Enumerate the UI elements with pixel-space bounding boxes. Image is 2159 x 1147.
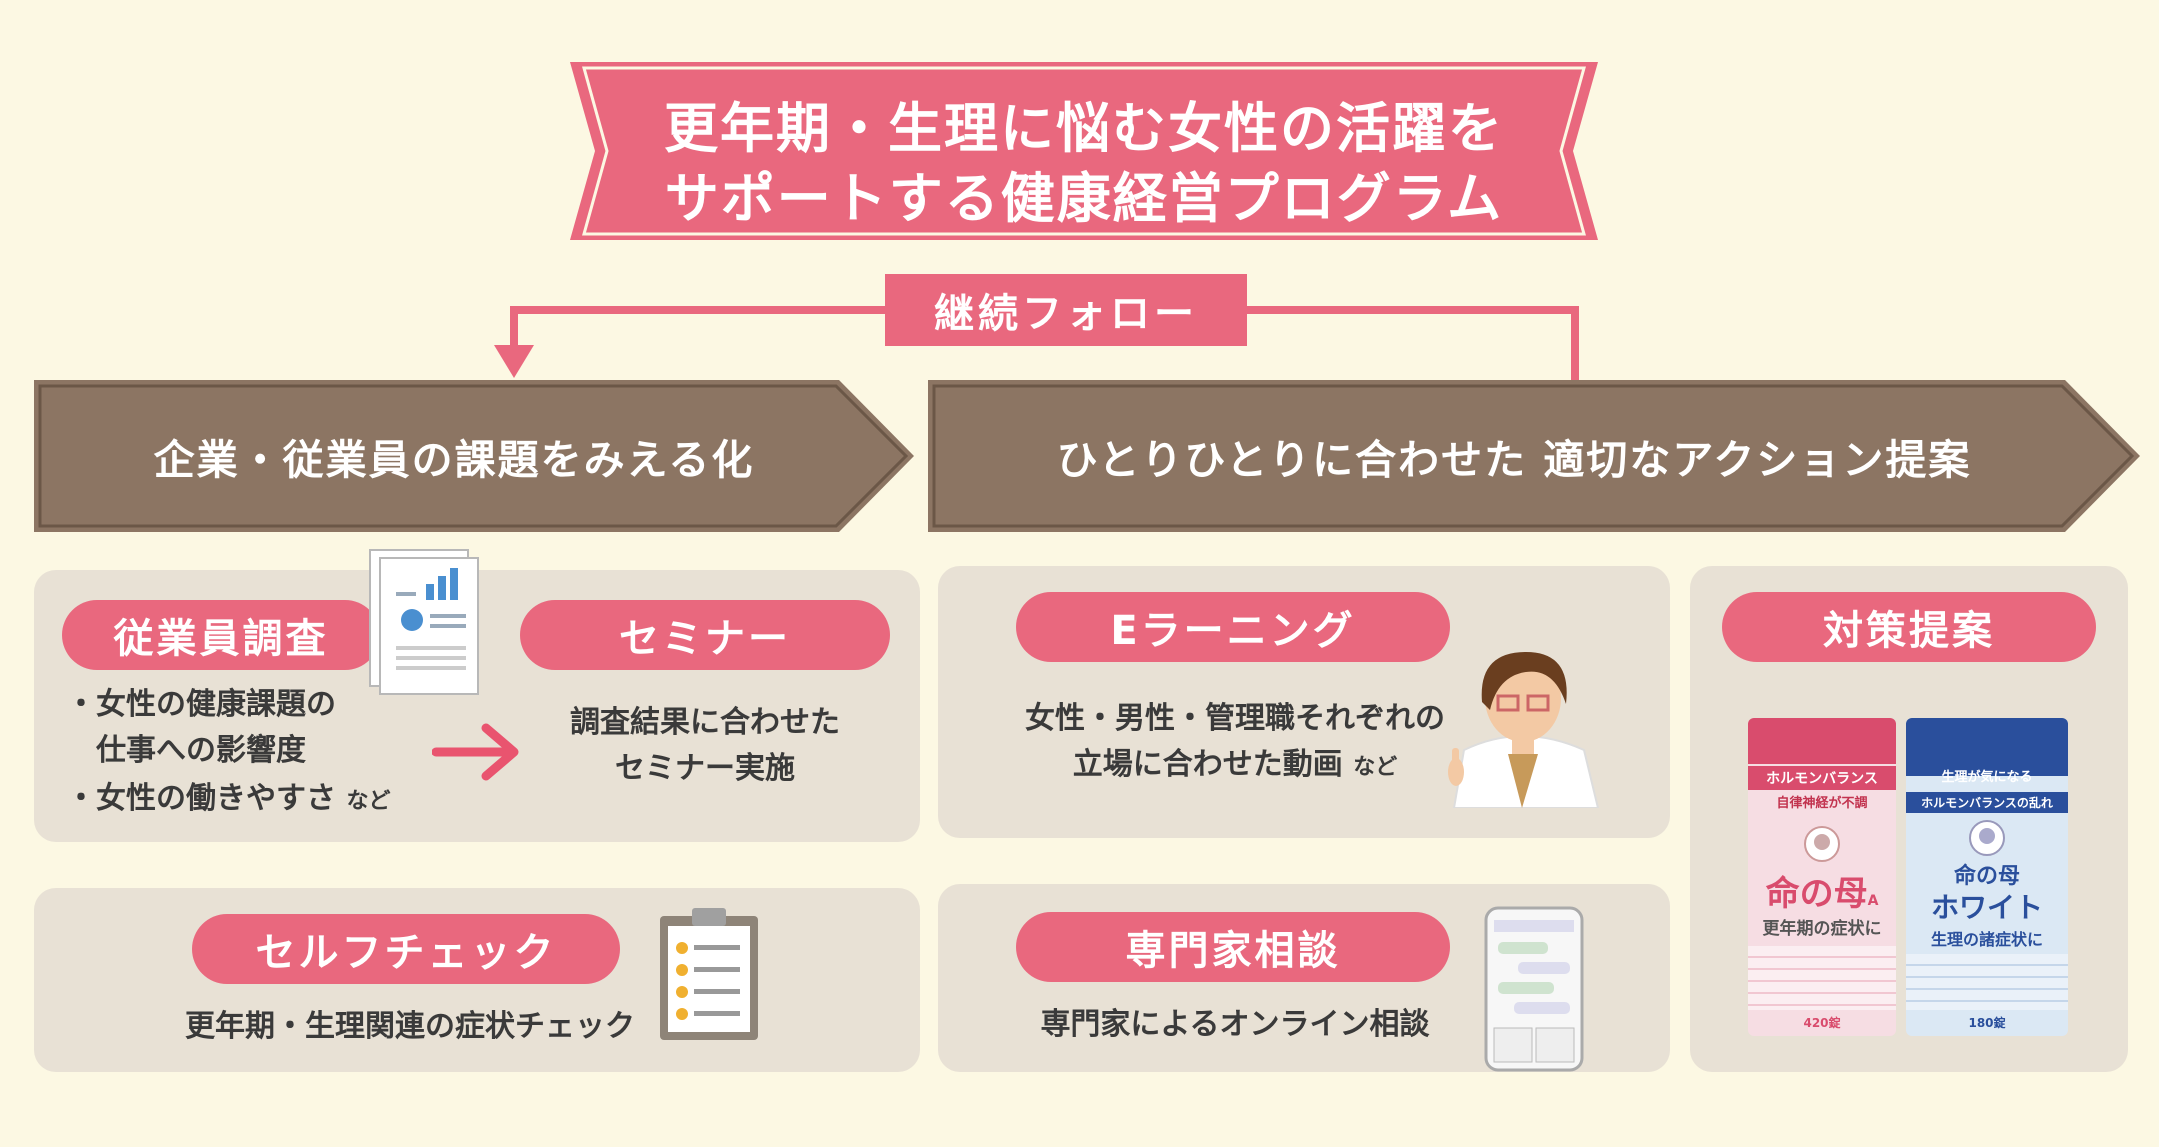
- header-right-chevron: [928, 380, 2140, 532]
- elearning-desc-line-1: 女性・男性・管理職それぞれの: [1025, 701, 1445, 736]
- product-blue-package: 生理が気になる ホルモンバランスの乱れ 命の母 ホワイト 生理の諸症状に 180…: [1906, 718, 2068, 1036]
- selfcheck-desc: 更年期・生理関連の症状チェック: [185, 1009, 635, 1044]
- product-pink-brand-suffix: A: [1867, 893, 1879, 909]
- elearning-desc: 女性・男性・管理職それぞれの 立場に合わせた動画 など: [1000, 696, 1470, 791]
- product-blue-list: [1906, 954, 2068, 1010]
- product-blue-count: 180錠: [1968, 1016, 2006, 1030]
- survey-bullet-1-line-2: 仕事への影響度: [96, 733, 306, 768]
- product-blue-mascot: [1906, 818, 2068, 858]
- presenter-person-icon: [1448, 652, 1600, 808]
- product-pink-sub-label: 自律神経が不調: [1776, 796, 1868, 811]
- seminar-desc: 調査結果に合わせた セミナー実施: [520, 700, 890, 792]
- mother-emblem-icon: [1969, 820, 2005, 856]
- mother-emblem-icon: [1804, 826, 1840, 862]
- clipboard-icon: [660, 908, 758, 1040]
- follow-arrow-head: [494, 345, 534, 378]
- title-line-1: 更年期・生理に悩む女性の活躍を: [664, 97, 1504, 160]
- document-chart-icon: [369, 549, 479, 695]
- product-pink-count: 420錠: [1803, 1016, 1841, 1030]
- product-blue-top-label: 生理が気になる: [1941, 770, 2033, 785]
- product-pink-brand: 命の母A: [1748, 866, 1896, 915]
- product-pink-list: [1748, 946, 1896, 1010]
- title-line-2: サポートする健康経営プログラム: [664, 167, 1504, 230]
- elearning-desc-line-2: 立場に合わせた動画: [1072, 747, 1343, 782]
- seminar-desc-line-1: 調査結果に合わせた: [570, 705, 840, 740]
- product-pink-top-band: [1748, 718, 1896, 764]
- seminar-desc-line-2: セミナー実施: [615, 751, 795, 786]
- survey-bullet-2: ・女性の働きやすさ など: [66, 776, 390, 825]
- product-blue-brand: 命の母: [1953, 864, 2020, 889]
- seminar-title: セミナー: [520, 600, 890, 670]
- selfcheck-title: セルフチェック: [192, 914, 620, 984]
- header-left-label: 企業・従業員の課題をみえる化: [153, 436, 755, 484]
- survey-title: 従業員調査: [62, 600, 380, 670]
- title-banner: 更年期・生理に悩む女性の活躍を サポートする健康経営プログラム: [570, 62, 1598, 240]
- expert-title: 専門家相談: [1016, 912, 1450, 982]
- header-left-chevron: [34, 380, 914, 532]
- title-banner-shape: [570, 62, 1598, 240]
- product-blue-sub-label: ホルモンバランスの乱れ: [1906, 792, 2068, 813]
- product-blue-top-band: [1906, 718, 2068, 776]
- survey-bullet-1-line-1: ・女性の健康課題の: [66, 687, 336, 722]
- product-pink-package: ホルモンバランス 自律神経が不調 命の母A 更年期の症状に 420錠: [1748, 718, 1896, 1036]
- product-pink-brand-text: 命の母: [1765, 874, 1868, 914]
- survey-bullet-2-text: ・女性の働きやすさ: [66, 781, 336, 816]
- product-pink-caption: 更年期の症状に: [1762, 919, 1882, 939]
- survey-bullet-2-suffix: など: [346, 789, 391, 814]
- header-right-label: ひとりひとりに合わせた 適切なアクション提案: [1056, 436, 1972, 484]
- elearning-title: Eラーニング: [1016, 592, 1450, 662]
- smartphone-chat-icon: [1484, 906, 1584, 1072]
- follow-label: 継続フォロー: [885, 274, 1247, 346]
- product-blue-caption: 生理の諸症状に: [1930, 930, 2043, 949]
- survey-bullet-1: ・女性の健康課題の 仕事への影響度: [66, 682, 336, 774]
- product-pink-mascot: [1748, 824, 1896, 864]
- product-pink-top-label: ホルモンバランス: [1748, 766, 1896, 790]
- elearning-desc-suffix: など: [1353, 755, 1398, 780]
- expert-desc: 専門家によるオンライン相談: [1040, 1007, 1430, 1042]
- product-blue-name: ホワイト: [1930, 891, 2043, 924]
- proposal-title: 対策提案: [1722, 592, 2096, 662]
- arrow-right-icon: [432, 723, 519, 781]
